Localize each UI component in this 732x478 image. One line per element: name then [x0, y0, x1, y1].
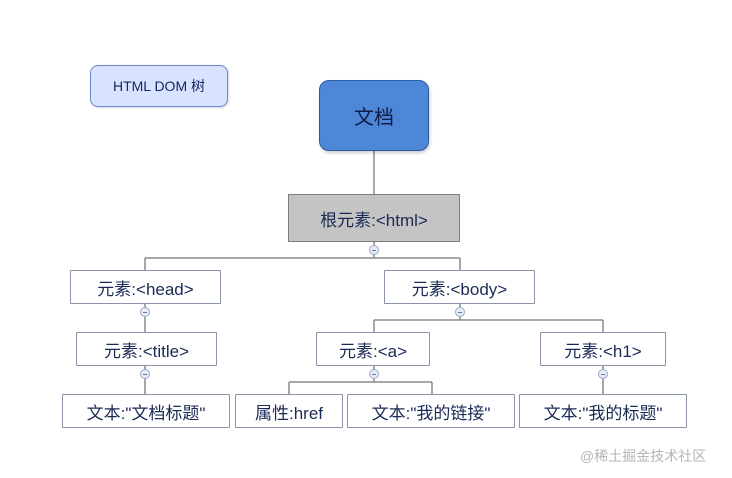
legend-label: HTML DOM 树 — [90, 65, 228, 107]
node-h1-text[interactable]: 文本:"我的标题" — [519, 394, 687, 428]
node-html[interactable]: 根元素:<html> — [288, 194, 460, 242]
node-title-text[interactable]: 文本:"文档标题" — [62, 394, 230, 428]
watermark: @稀土掘金技术社区 — [580, 448, 707, 464]
collapse-a-icon[interactable] — [369, 369, 379, 379]
collapse-body-icon[interactable] — [455, 307, 465, 317]
collapse-head-icon[interactable] — [140, 307, 150, 317]
node-href-attr[interactable]: 属性:href — [235, 394, 343, 428]
node-a[interactable]: 元素:<a> — [316, 332, 430, 366]
node-h1[interactable]: 元素:<h1> — [540, 332, 666, 366]
node-link-text[interactable]: 文本:"我的链接" — [347, 394, 515, 428]
node-head[interactable]: 元素:<head> — [70, 270, 221, 304]
node-document[interactable]: 文档 — [319, 80, 429, 151]
node-title[interactable]: 元素:<title> — [76, 332, 217, 366]
collapse-title-icon[interactable] — [140, 369, 150, 379]
collapse-h1-icon[interactable] — [598, 369, 608, 379]
collapse-html-icon[interactable] — [369, 245, 379, 255]
node-body[interactable]: 元素:<body> — [384, 270, 535, 304]
